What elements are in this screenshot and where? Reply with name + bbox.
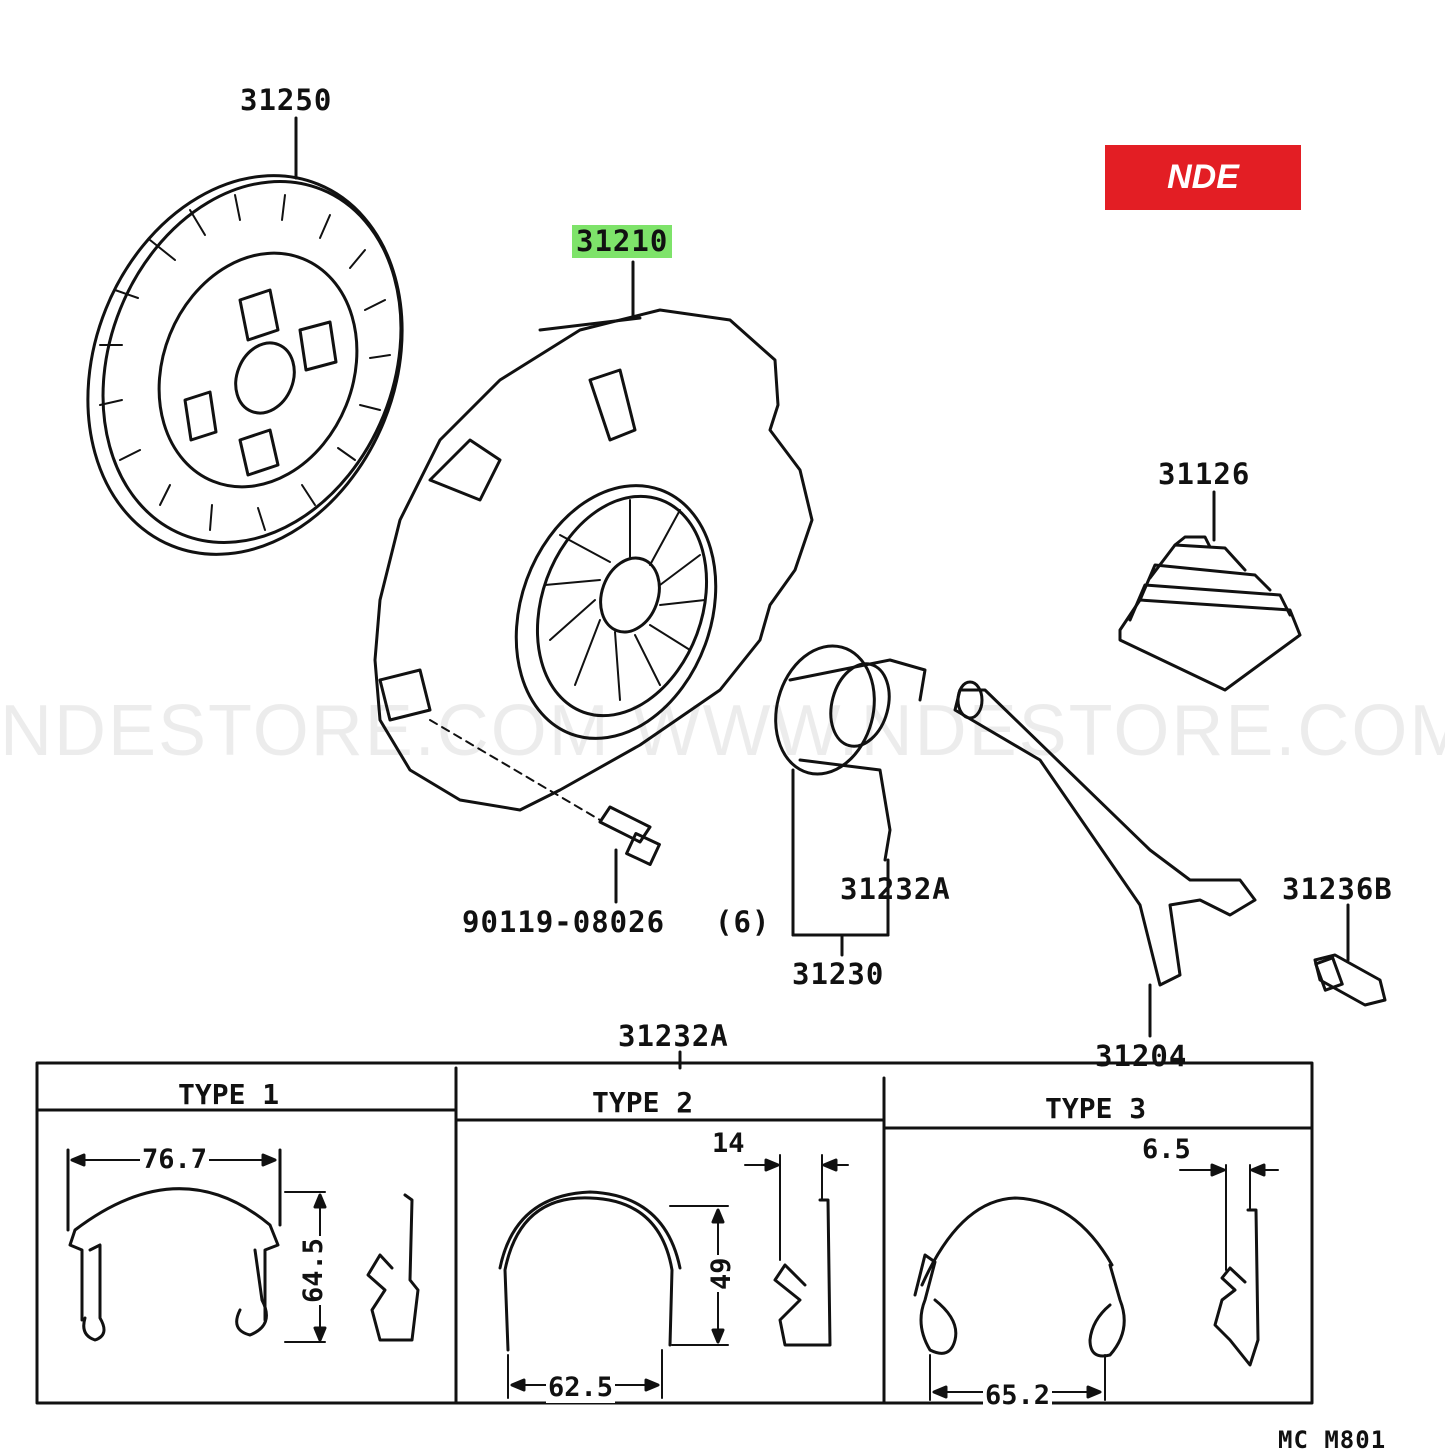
part-label-bearing-clip: 31232A <box>840 872 951 906</box>
types-table <box>35 1050 1314 1405</box>
part-label-clutch-cover: 31210 <box>572 225 673 258</box>
type1-title: TYPE 1 <box>178 1078 280 1111</box>
type2-width-dimension: 62.5 <box>546 1372 616 1403</box>
boot-drawing <box>1118 490 1302 692</box>
type3-title: TYPE 3 <box>1045 1092 1147 1125</box>
part-label-release-fork: 31204 <box>1095 1039 1188 1073</box>
release-fork-drawing <box>953 680 1257 1038</box>
clutch-cover-drawing <box>373 260 814 812</box>
type2-title: TYPE 2 <box>592 1086 694 1119</box>
type1-width-dimension: 76.7 <box>140 1144 210 1175</box>
type1-clip-drawing <box>66 1148 420 1343</box>
part-label-bolt-quantity: (6) <box>715 905 771 939</box>
type1-height-dimension: 64.5 <box>298 1235 329 1305</box>
type2-thickness-dimension: 14 <box>710 1128 747 1159</box>
part-label-boot: 31126 <box>1158 457 1251 491</box>
types-table-header: 31232A <box>618 1019 729 1053</box>
part-label-fork-bolt: 31236B <box>1282 872 1393 906</box>
release-bearing-drawing <box>774 644 927 957</box>
brand-logo: NDE <box>1105 145 1301 210</box>
part-label-bolt: 90119-08026 <box>462 905 666 939</box>
bolt-drawing <box>429 719 661 904</box>
clutch-disc-drawing <box>86 116 404 556</box>
type3-clip-drawing <box>913 1163 1279 1401</box>
part-label-clutch-disc: 31250 <box>240 83 333 117</box>
part-label-release-bearing: 31230 <box>792 957 885 991</box>
diagram-code: MC M801 <box>1278 1426 1387 1454</box>
type3-width-dimension: 65.2 <box>983 1380 1053 1411</box>
fork-bolt-drawing <box>1313 903 1387 1007</box>
brand-logo-text: NDE <box>1167 158 1239 196</box>
watermark: NDESTORE.COM WWW.NDESTORE.COM WWW.NDESTO… <box>0 691 1445 771</box>
type2-clip-drawing <box>498 1154 849 1399</box>
type3-thickness-dimension: 6.5 <box>1140 1134 1193 1165</box>
type2-height-dimension: 49 <box>706 1255 737 1292</box>
